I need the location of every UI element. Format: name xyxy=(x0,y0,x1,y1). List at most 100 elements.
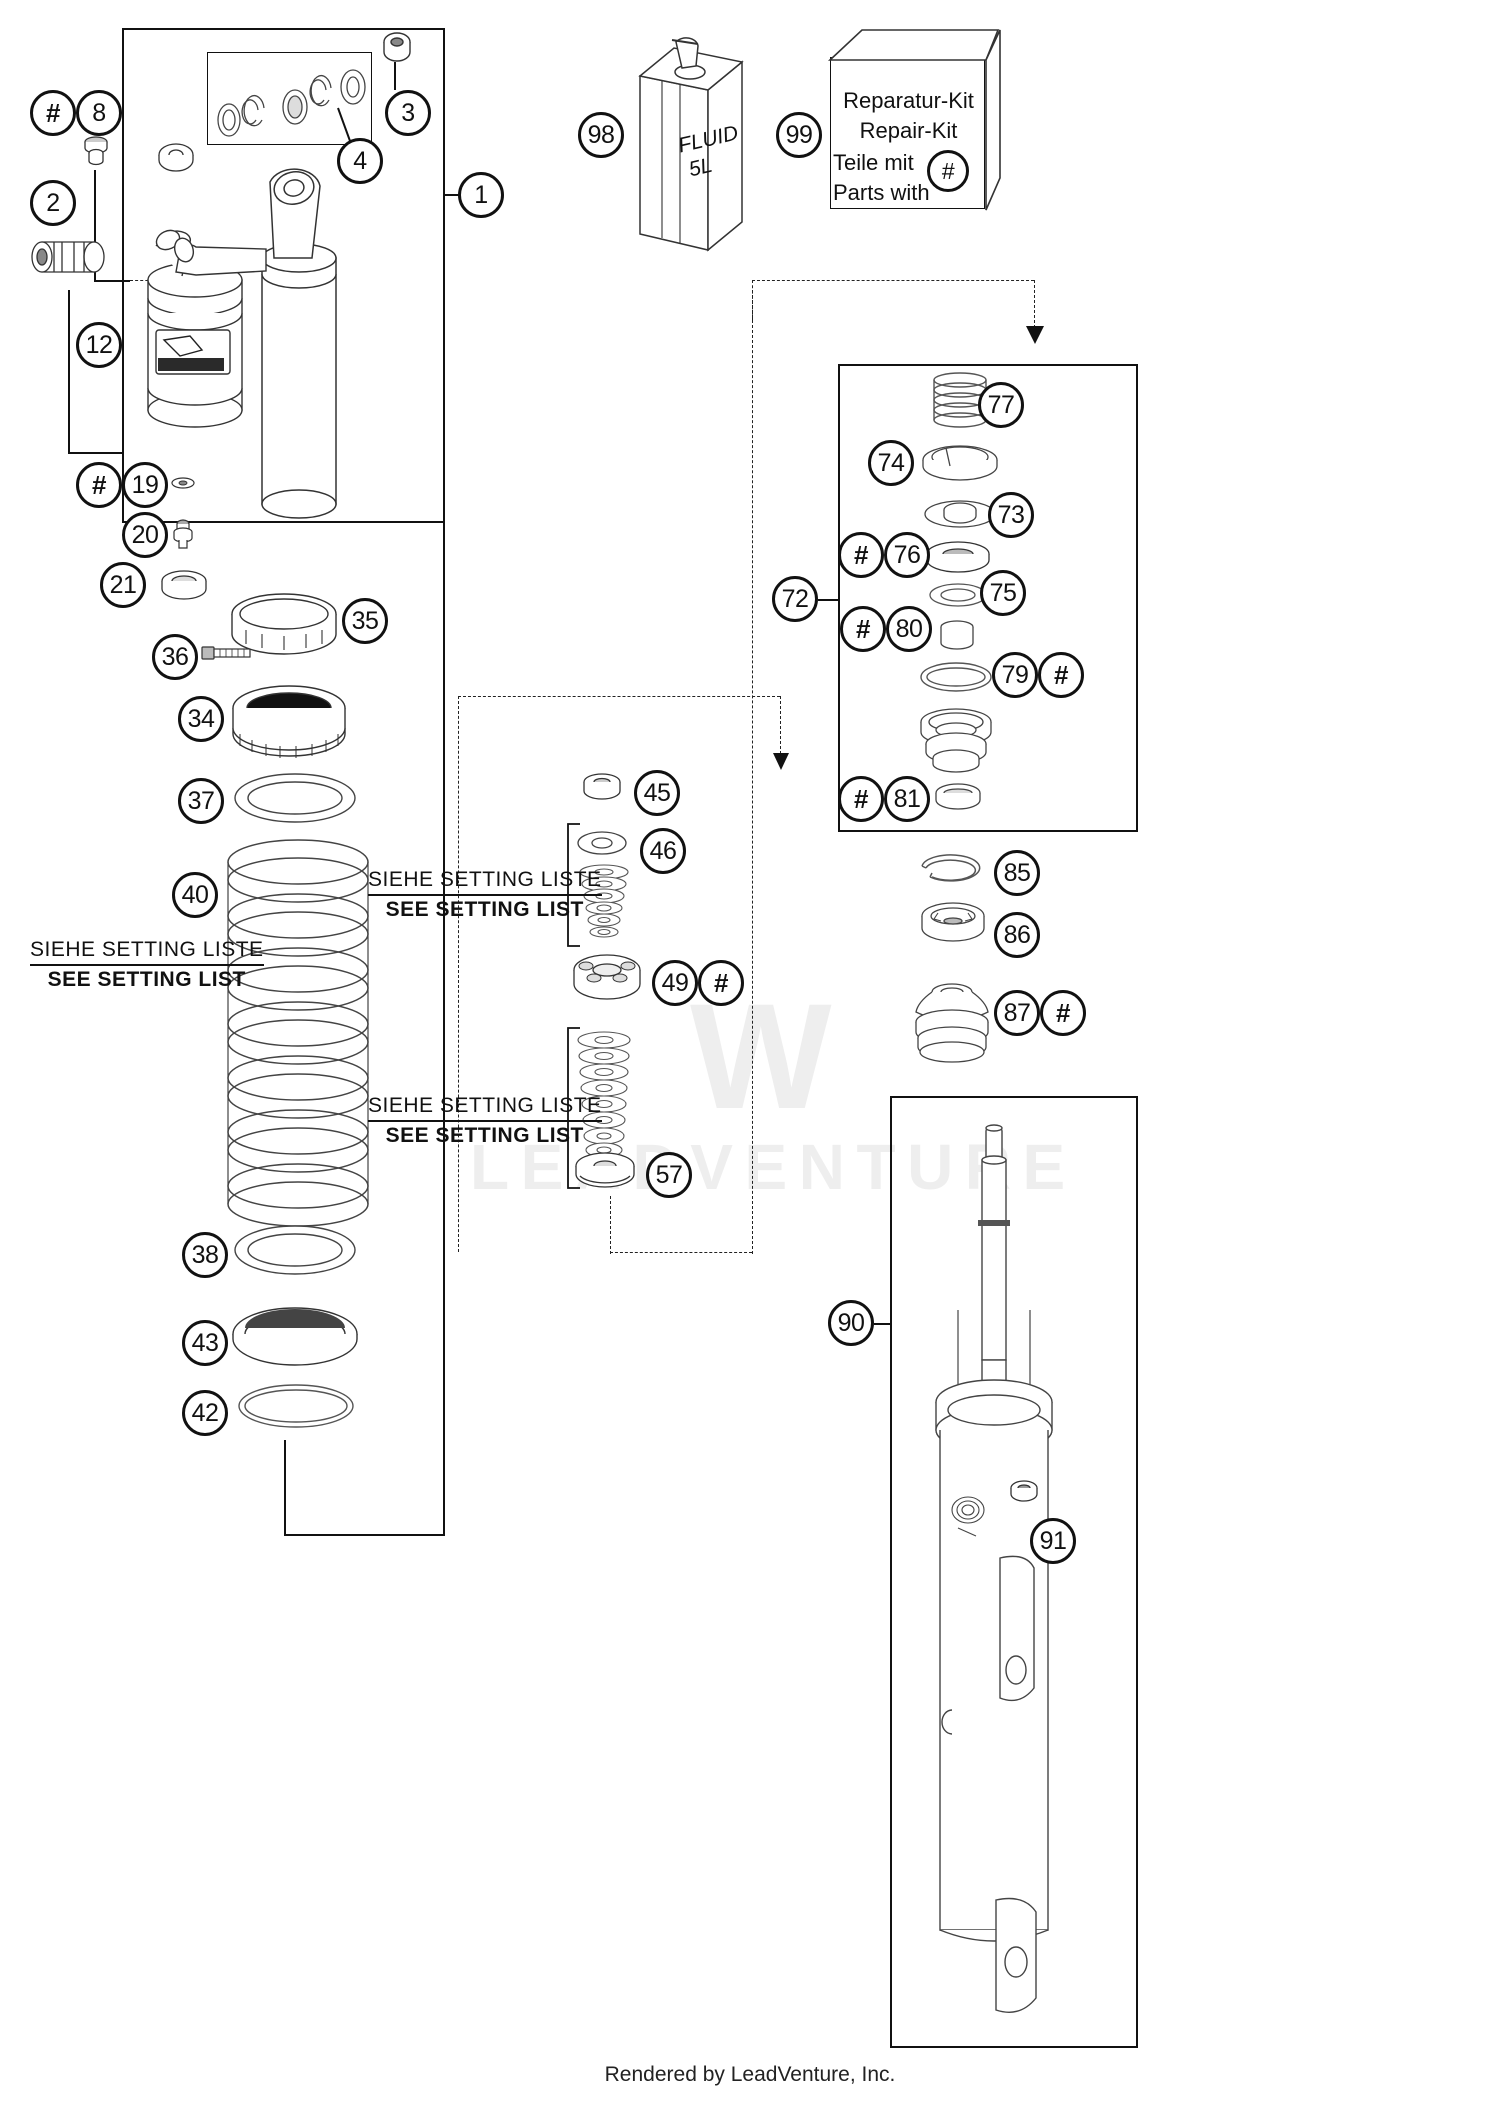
callout-c36[interactable]: 36 xyxy=(152,634,198,680)
callout-c76[interactable]: 76 xyxy=(884,532,930,578)
repair-kit-parts-en: Parts with xyxy=(833,179,930,205)
part-2-compression-adjuster xyxy=(31,241,105,273)
part-49-piston xyxy=(573,954,641,1000)
part-19-washer xyxy=(171,477,195,489)
repair-kit-line-en: Repair-Kit xyxy=(859,117,958,143)
repair-kit-heading: Reparatur-Kit Repair-Kit xyxy=(836,86,981,145)
part-76-seal xyxy=(926,541,990,573)
part-35-preload-collar xyxy=(231,593,337,655)
setting-list-shim-top: SIEHE SETTING LISTE SEE SETTING LIST xyxy=(368,868,602,922)
callout-c57[interactable]: 57 xyxy=(646,1152,692,1198)
callout-c8[interactable]: 8 xyxy=(76,90,122,136)
callout-c99[interactable]: 99 xyxy=(776,112,822,158)
callout-c46[interactable]: 46 xyxy=(640,828,686,874)
callout-hash-80[interactable]: # xyxy=(840,606,886,652)
repair-kit-box-side xyxy=(985,29,1001,211)
routing-mid-v-bot xyxy=(610,1196,611,1254)
callout-c86[interactable]: 86 xyxy=(994,912,1040,958)
repair-kit-hash-badge: # xyxy=(927,150,969,192)
callout-c43[interactable]: 43 xyxy=(182,1320,228,1366)
callout-c2[interactable]: 2 xyxy=(30,180,76,226)
callout-hash-19[interactable]: # xyxy=(76,462,122,508)
callout-c81[interactable]: 81 xyxy=(884,776,930,822)
callout-hash-8[interactable]: # xyxy=(30,90,76,136)
repair-kit-box-lid xyxy=(827,29,1000,61)
part-small-ring xyxy=(158,143,194,172)
callout-hash-87[interactable]: # xyxy=(1040,990,1086,1036)
setting-list-shim-bot-en: SEE SETTING LIST xyxy=(368,1120,602,1148)
part-74-spring-seat xyxy=(922,445,998,481)
part-38-spring-washer xyxy=(234,1225,356,1275)
routing-mid-v-right2 xyxy=(752,290,753,1254)
callout-c98[interactable]: 98 xyxy=(578,112,624,158)
part-87-dust-boot xyxy=(915,983,989,1063)
part-85-circlip xyxy=(921,854,981,882)
leader-90 xyxy=(874,1323,892,1325)
leader-3 xyxy=(394,62,396,90)
callout-c37[interactable]: 37 xyxy=(178,778,224,824)
callout-c87[interactable]: 87 xyxy=(994,990,1040,1036)
setting-list-spring: SIEHE SETTING LISTE SEE SETTING LIST xyxy=(30,938,264,992)
routing-rebound-arrow xyxy=(1026,326,1044,344)
part-77-spring xyxy=(933,372,987,428)
callout-c21[interactable]: 21 xyxy=(100,562,146,608)
part-20-grease-nipple xyxy=(173,519,193,549)
setting-list-shim-bot-de: SIEHE SETTING LISTE xyxy=(368,1094,602,1117)
callout-c45[interactable]: 45 xyxy=(634,770,680,816)
callout-c20[interactable]: 20 xyxy=(122,512,168,558)
routing-mid-arrow xyxy=(773,753,789,770)
callout-c77[interactable]: 77 xyxy=(978,382,1024,428)
callout-c79[interactable]: 79 xyxy=(992,652,1038,698)
callout-hash-76[interactable]: # xyxy=(838,532,884,578)
repair-kit-parts-de: Teile mit xyxy=(833,150,914,175)
callout-c3[interactable]: 3 xyxy=(385,90,431,136)
callout-hash-79[interactable]: # xyxy=(1038,652,1084,698)
callout-hash-81[interactable]: # xyxy=(838,776,884,822)
leader-8-rod xyxy=(94,170,96,280)
routing-mid-v-left xyxy=(458,696,459,1252)
callout-c35[interactable]: 35 xyxy=(342,598,388,644)
part-37-spring-washer xyxy=(234,773,356,823)
callout-c4[interactable]: 4 xyxy=(337,138,383,184)
shim-stack-top xyxy=(579,864,629,938)
callout-c19[interactable]: 19 xyxy=(122,462,168,508)
leader-72 xyxy=(818,599,840,601)
render-credit: Rendered by LeadVenture, Inc. xyxy=(604,2063,896,2086)
callout-c80[interactable]: 80 xyxy=(886,606,932,652)
seal-kit-parts xyxy=(217,69,366,137)
part-43-spring-retainer xyxy=(232,1307,358,1366)
part-98-fluid-can xyxy=(638,37,744,252)
shim-stack-top-bracket xyxy=(567,823,580,947)
routing-bottom-v-left xyxy=(284,1440,286,1536)
callout-c38[interactable]: 38 xyxy=(182,1232,228,1278)
callout-c72[interactable]: 72 xyxy=(772,576,818,622)
callout-c91[interactable]: 91 xyxy=(1030,1518,1076,1564)
shock-body-damper xyxy=(261,168,337,519)
part-75-shim xyxy=(929,583,987,607)
part-57-base-valve xyxy=(575,1152,635,1188)
callout-c73[interactable]: 73 xyxy=(988,492,1034,538)
callout-c1[interactable]: 1 xyxy=(458,172,504,218)
callout-c42[interactable]: 42 xyxy=(182,1390,228,1436)
part-90-fork-leg xyxy=(935,1124,1053,2013)
leader-8-foot xyxy=(94,280,130,282)
rebound-piston-assembly xyxy=(920,708,992,773)
callout-c75[interactable]: 75 xyxy=(980,570,1026,616)
setting-list-shim-top-de: SIEHE SETTING LISTE xyxy=(368,868,602,891)
routing-rebound-v2 xyxy=(1034,280,1035,328)
seal-kit-frame xyxy=(207,52,372,145)
group-12-vertical xyxy=(68,290,70,454)
callout-c90[interactable]: 90 xyxy=(828,1300,874,1346)
callout-c74[interactable]: 74 xyxy=(868,440,914,486)
callout-c12[interactable]: 12 xyxy=(76,322,122,368)
shock-assembly-frame xyxy=(122,28,445,523)
rebound-kit-frame xyxy=(838,364,1138,832)
callout-c34[interactable]: 34 xyxy=(178,696,224,742)
setting-list-shim-bottom: SIEHE SETTING LISTE SEE SETTING LIST xyxy=(368,1094,602,1148)
callout-c85[interactable]: 85 xyxy=(994,850,1040,896)
callout-c40[interactable]: 40 xyxy=(172,872,218,918)
callout-hash-49[interactable]: # xyxy=(698,960,744,1006)
callout-c49[interactable]: 49 xyxy=(652,960,698,1006)
part-81-seal xyxy=(935,783,981,810)
